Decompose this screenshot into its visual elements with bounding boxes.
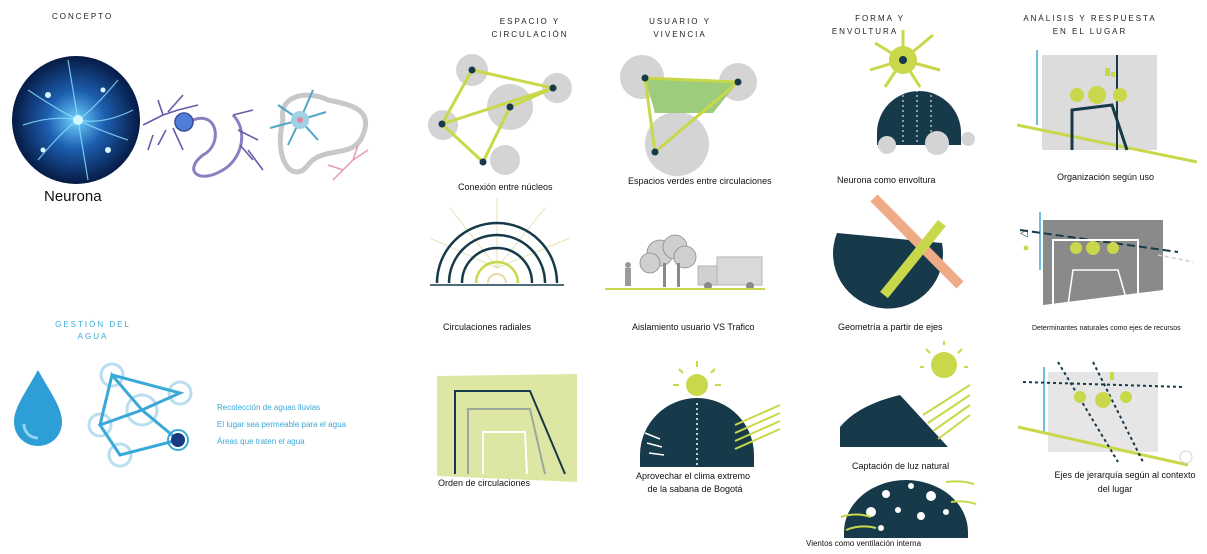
diagram-neuron-envelope	[869, 30, 975, 155]
caption-c1r1: Conexión entre núcleos	[458, 182, 553, 192]
diagram-climate	[640, 361, 781, 467]
diagram-organization	[1016, 50, 1198, 164]
caption-c3r3: Captación de luz natural	[852, 461, 950, 471]
col1-title-line2: CIRCULACIÓN	[491, 30, 569, 39]
water-diagram	[14, 362, 193, 468]
diagram-radial-circulation	[429, 198, 571, 286]
caption-c3r1: Neurona como envoltura	[837, 175, 936, 185]
col4-title-line1: ANÁLISIS Y RESPUESTA	[1023, 14, 1157, 23]
diagram-natural-determinants: ◁	[1019, 212, 1194, 306]
col1-title-line1: ESPACIO Y	[499, 17, 561, 26]
concepto-title: CONCEPTO	[52, 12, 114, 21]
diagram-core-connection	[428, 54, 572, 175]
caption-c4r3-line1: Ejes de jerarquía según al contexto	[1054, 470, 1196, 480]
col2-title-line2: VIVENCIA	[653, 30, 707, 39]
caption-c1r2: Circulaciones radiales	[443, 322, 532, 332]
diagram-user-isolation	[605, 234, 765, 290]
caption-c3r2: Geometría a partir de ejes	[838, 322, 943, 332]
caption-c2r2: Aislamiento usuario VS Trafico	[632, 322, 755, 332]
neuron-drawing-simple	[269, 89, 369, 181]
caption-c4r2: Determinantes naturales como ejes de rec…	[1032, 325, 1181, 332]
svg-text:◁: ◁	[1020, 228, 1028, 239]
neuron-label: Neurona	[44, 188, 102, 205]
neuron-photo	[12, 56, 140, 184]
water-title-line1: GESTIÓN DEL	[55, 320, 131, 329]
caption-c3r4: Vientos como ventilación interna	[806, 539, 922, 548]
water-drop-icon	[14, 370, 62, 446]
caption-c2r3-line2: de la sabana de Bogotá	[647, 484, 743, 494]
col3-title-line2: ENVOLTURA	[831, 27, 899, 36]
water-item-2: El lugar sea permeable para el agua	[217, 420, 346, 429]
caption-c2r3-line1: Aprovechar el clima extremo	[635, 471, 751, 481]
diagram-green-spaces	[620, 55, 757, 176]
diagram-circulation-order	[437, 374, 577, 482]
caption-c2r1: Espacios verdes entre circulaciones	[628, 176, 772, 186]
caption-c1r3: Orden de circulaciones	[438, 478, 531, 488]
caption-c4r3-line2: del lugar	[1097, 484, 1133, 494]
water-item-3: Áreas que traten el agua	[217, 437, 305, 446]
neuron-illustrations	[12, 56, 369, 184]
neuron-drawing-purple	[142, 94, 264, 178]
col3-title-line1: FORMA Y	[855, 14, 905, 23]
diagram-axes-geometry	[833, 194, 964, 309]
col2-title-line1: USUARIO Y	[649, 17, 711, 26]
water-item-1: Recolección de aguas lluvias	[217, 403, 321, 412]
water-title-line2: AGUA	[77, 332, 109, 341]
diagram-ventilation	[840, 480, 977, 538]
diagram-natural-light	[840, 341, 971, 447]
col4-title-line2: EN EL LUGAR	[1052, 27, 1128, 36]
caption-c4r1: Organización según uso	[1057, 172, 1155, 182]
diagram-hierarchy-axes	[1017, 361, 1193, 467]
